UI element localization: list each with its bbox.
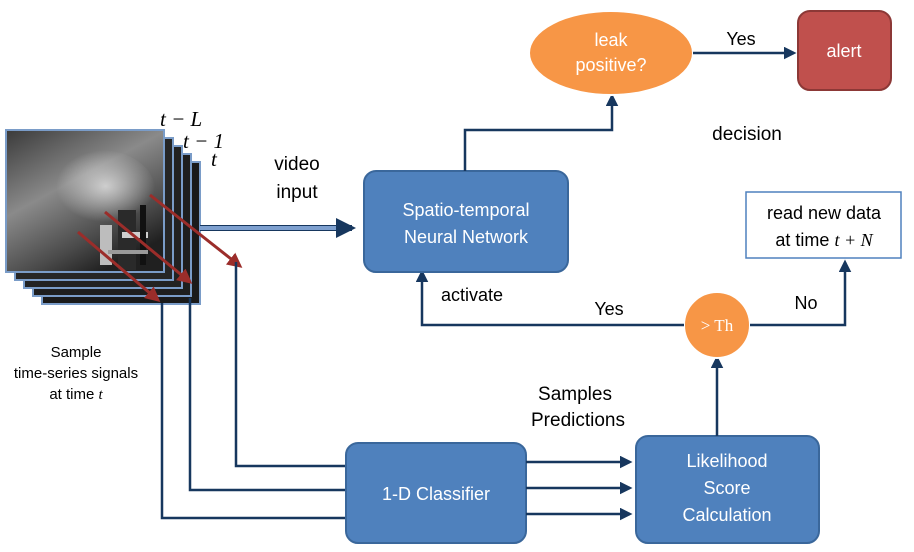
sample-arrow-1	[77, 230, 161, 302]
network-line2: Neural Network	[404, 227, 529, 247]
sample-caption-line3: at time t	[49, 386, 103, 403]
read-line2: at time t + N	[775, 230, 873, 250]
network-to-decision-path	[463, 93, 619, 171]
predictions-label: Predictions	[531, 410, 625, 431]
sample-arrow-3	[149, 193, 243, 268]
sample-caption-line1: Sample	[51, 344, 102, 361]
likelihood-line3: Calculation	[682, 505, 771, 525]
frame-label-t: t	[211, 147, 218, 171]
sample-caption-var: t	[99, 387, 104, 403]
frame-label-t-minus-1: t − 1	[183, 129, 224, 153]
sample-caption-prefix: at time	[49, 386, 98, 403]
yes-activate-path	[415, 269, 684, 327]
frame-label-t-minus-L: t − L	[160, 107, 202, 131]
likelihood-box: Likelihood Score Calculation	[635, 435, 820, 544]
decision-line1: leak	[594, 30, 628, 50]
decision-node: leak positive?	[528, 10, 694, 96]
alert-box: alert	[797, 10, 892, 91]
activate-label: activate	[441, 285, 503, 305]
read-line2-prefix: at time	[775, 230, 834, 250]
read-line2-var: t + N	[834, 230, 873, 250]
decision-label: decision	[712, 124, 782, 145]
threshold-label: > Th	[701, 316, 734, 335]
sample-arrow-2	[104, 210, 193, 284]
no-label: No	[794, 293, 817, 313]
signal-line-2	[188, 298, 345, 492]
video-frame-front	[5, 129, 165, 273]
samples-label: Samples	[538, 384, 612, 405]
threshold-node: > Th	[683, 291, 751, 359]
read-line1: read new data	[767, 203, 882, 223]
video-frame-stack	[5, 129, 201, 305]
classifier-box: 1-D Classifier	[345, 442, 527, 544]
video-input-label-1: video	[274, 154, 319, 175]
classifier-label: 1-D Classifier	[382, 484, 490, 504]
no-path	[750, 259, 852, 327]
video-input-label-2: input	[276, 182, 318, 203]
network-line1: Spatio-temporal	[402, 200, 529, 220]
decision-line2: positive?	[575, 55, 646, 75]
signal-line-3	[160, 303, 345, 520]
likelihood-line1: Likelihood	[686, 451, 767, 471]
network-box: Spatio-temporal Neural Network	[363, 170, 569, 273]
alert-label: alert	[826, 41, 861, 61]
sample-caption-line2: time-series signals	[14, 365, 138, 382]
yes-top-label: Yes	[726, 29, 755, 49]
read-new-data-box: read new data at time t + N	[745, 191, 902, 259]
signal-line-1	[234, 262, 345, 468]
likelihood-line2: Score	[703, 478, 750, 498]
yes-mid-label: Yes	[594, 299, 623, 319]
